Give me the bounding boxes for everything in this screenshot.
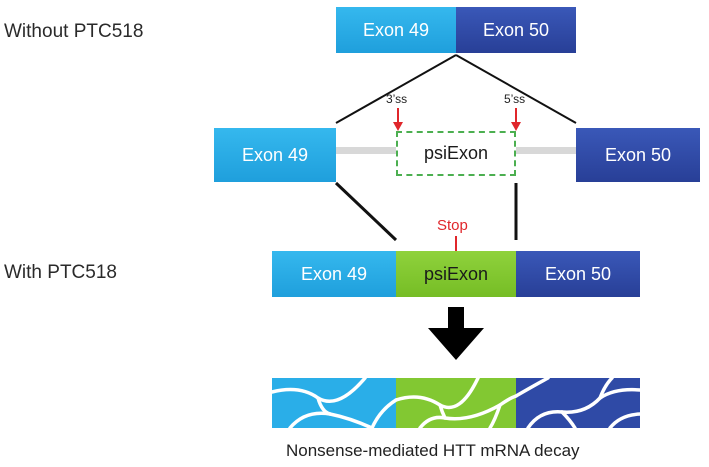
five-prime-ss-label: 5’ss bbox=[504, 92, 526, 106]
decay-arrow bbox=[428, 307, 484, 360]
exon50-top: Exon 50 bbox=[456, 7, 576, 53]
with-ptc518-label: With PTC518 bbox=[4, 262, 117, 283]
exon49-top: Exon 49 bbox=[336, 7, 456, 53]
degraded-psi bbox=[396, 378, 516, 428]
exon50-middle: Exon 50 bbox=[576, 128, 700, 182]
stop-label: Stop bbox=[437, 217, 468, 234]
psiexon-bottom: psiExon bbox=[396, 251, 516, 297]
intron-right bbox=[514, 147, 576, 154]
without-ptc518-label: Without PTC518 bbox=[4, 21, 144, 42]
splice-line-top-left bbox=[335, 54, 457, 124]
crack-pattern bbox=[270, 376, 642, 430]
splice-line-top-right bbox=[455, 54, 577, 124]
arrow-3ss-head bbox=[393, 122, 403, 131]
exon49-middle: Exon 49 bbox=[214, 128, 336, 182]
exon50-bottom: Exon 50 bbox=[516, 251, 640, 297]
psiexon-middle: psiExon bbox=[396, 131, 516, 176]
intron-left bbox=[306, 147, 396, 154]
splice-line-down-left bbox=[334, 181, 398, 242]
arrow-5ss-head bbox=[511, 122, 521, 131]
caption: Nonsense-mediated HTT mRNA decay bbox=[286, 441, 580, 460]
exon49-bottom: Exon 49 bbox=[272, 251, 396, 297]
three-prime-ss-label: 3’ss bbox=[386, 92, 408, 106]
